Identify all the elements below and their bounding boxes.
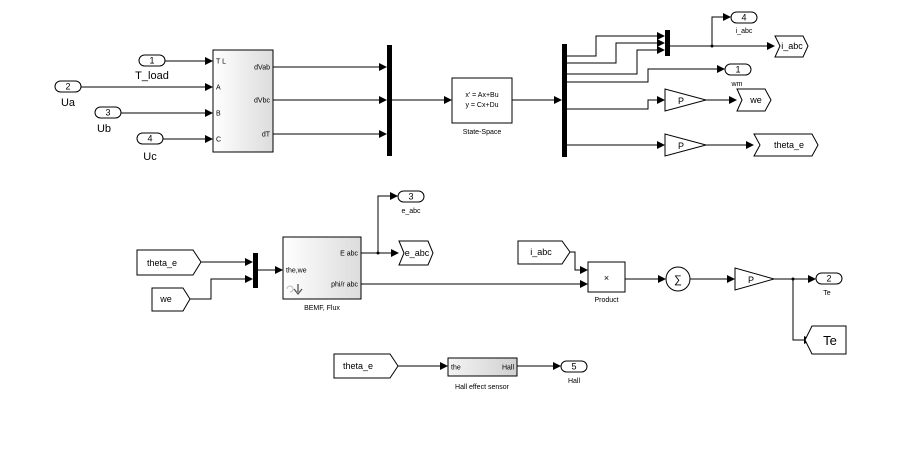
goto-tag: i_abc xyxy=(781,41,803,51)
sum-block[interactable]: ∑ xyxy=(665,266,691,292)
from-we[interactable]: we xyxy=(151,287,191,312)
hall-effect-sensor-block[interactable]: the Hall Hall effect sensor xyxy=(447,357,518,391)
port-label: dT xyxy=(262,132,271,139)
goto-we[interactable]: we xyxy=(736,88,772,112)
goto-i-abc[interactable]: i_abc xyxy=(774,35,809,58)
inport-1[interactable]: 1 T_load xyxy=(135,54,169,82)
state-space-block[interactable]: x' = Ax+Bu y = Cx+Du State-Space xyxy=(451,77,513,136)
product-symbol: × xyxy=(604,273,609,283)
outport-label: e_abc xyxy=(401,208,421,215)
iabc-to-product-wire xyxy=(570,251,588,274)
bemf-flux-subsystem[interactable]: the,we E abc phi/r abc BEMF, Flux xyxy=(282,236,362,312)
mux-bar-3[interactable] xyxy=(253,253,258,288)
mux-bar-1[interactable] xyxy=(387,45,392,156)
inport-number: 4 xyxy=(147,134,152,144)
outport-number: 3 xyxy=(408,192,413,202)
inport-4[interactable]: 4 Uc xyxy=(136,132,164,163)
goto-tag: we xyxy=(749,95,762,105)
converter-output-wires xyxy=(273,63,387,138)
block-label: State-Space xyxy=(463,129,502,136)
goto-e-abc[interactable]: e_abc xyxy=(398,240,434,266)
goto-tag: theta_e xyxy=(774,140,804,150)
port-label: A xyxy=(216,85,221,92)
state-space-equation: x' = Ax+Bu xyxy=(465,92,498,99)
state-space-equation: y = Cx+Du xyxy=(465,102,498,109)
demux-current-wires xyxy=(567,32,725,149)
outport-label: Hall xyxy=(568,378,581,385)
lower-input-wires xyxy=(190,258,253,300)
port-label: E abc xyxy=(340,251,358,258)
port-label: C xyxy=(216,137,221,144)
goto-te[interactable]: Te xyxy=(804,325,847,355)
gain-3[interactable]: P xyxy=(734,267,776,291)
port-label: dVab xyxy=(254,65,270,72)
from-theta-e-hall[interactable]: theta_e xyxy=(333,353,399,379)
port-label: the,we xyxy=(286,268,307,275)
outport-2[interactable]: 2 Te xyxy=(815,272,843,297)
inport-3[interactable]: 3 Ub xyxy=(94,106,122,135)
outport-4[interactable]: 4 i_abc xyxy=(730,11,758,35)
port-label: the xyxy=(451,365,461,372)
outport-number: 1 xyxy=(735,65,740,75)
inport-label: T_load xyxy=(135,70,169,82)
port-label: phi/r abc xyxy=(331,282,358,289)
outport-number: 4 xyxy=(741,13,746,23)
outport-5[interactable]: 5 Hall xyxy=(560,360,588,385)
inport-2[interactable]: 2 Ua xyxy=(54,80,82,109)
outport-label: wm xyxy=(731,81,743,88)
gain-1[interactable]: P xyxy=(664,88,708,112)
from-tag: theta_e xyxy=(147,258,177,268)
look-under-mask-icon[interactable] xyxy=(286,284,303,296)
goto-theta-e[interactable]: theta_e xyxy=(753,133,819,157)
port-label: B xyxy=(216,111,221,118)
block-label: BEMF, Flux xyxy=(304,305,340,312)
outport-label: Te xyxy=(823,290,831,297)
bemf-e-wires xyxy=(361,192,399,257)
from-tag: i_abc xyxy=(530,247,552,257)
gain-2[interactable]: P xyxy=(664,133,708,157)
outport-number: 2 xyxy=(826,274,831,284)
gain-label: P xyxy=(678,141,684,151)
from-i-abc[interactable]: i_abc xyxy=(517,240,571,265)
from-tag: theta_e xyxy=(343,361,373,371)
from-theta-e[interactable]: theta_e xyxy=(136,249,202,276)
mux-bar-2[interactable] xyxy=(665,30,670,56)
torque-output-wires xyxy=(774,275,816,344)
block-label: Product xyxy=(594,297,618,304)
inport-label: Uc xyxy=(143,151,157,163)
inport-number: 2 xyxy=(65,82,70,92)
inport-number: 1 xyxy=(149,56,154,66)
input-wires xyxy=(81,57,213,143)
goto-tag: Te xyxy=(823,333,837,348)
voltage-converter-subsystem[interactable]: T L A B C dVab dVbc dT xyxy=(212,49,274,153)
product-block[interactable]: × Product xyxy=(587,261,626,304)
sum-symbol: ∑ xyxy=(674,274,682,286)
gain-label: P xyxy=(748,275,754,285)
port-label: dVbc xyxy=(254,98,270,105)
goto-tag: e_abc xyxy=(405,248,430,258)
outport-3[interactable]: 3 e_abc xyxy=(397,190,425,215)
outport-number: 5 xyxy=(571,362,576,372)
mux2-output-wires xyxy=(670,13,775,50)
from-tag: we xyxy=(159,294,172,304)
block-label: Hall effect sensor xyxy=(455,384,510,391)
gain-label: P xyxy=(678,96,684,106)
outport-label: i_abc xyxy=(736,28,753,35)
port-label: T L xyxy=(216,59,226,66)
outport-1[interactable]: 1 wm xyxy=(724,63,752,88)
inport-number: 3 xyxy=(105,108,110,118)
demux-bar[interactable] xyxy=(562,44,567,157)
inport-label: Ua xyxy=(61,97,76,109)
port-label: Hall xyxy=(502,365,515,372)
inport-label: Ub xyxy=(97,123,111,135)
